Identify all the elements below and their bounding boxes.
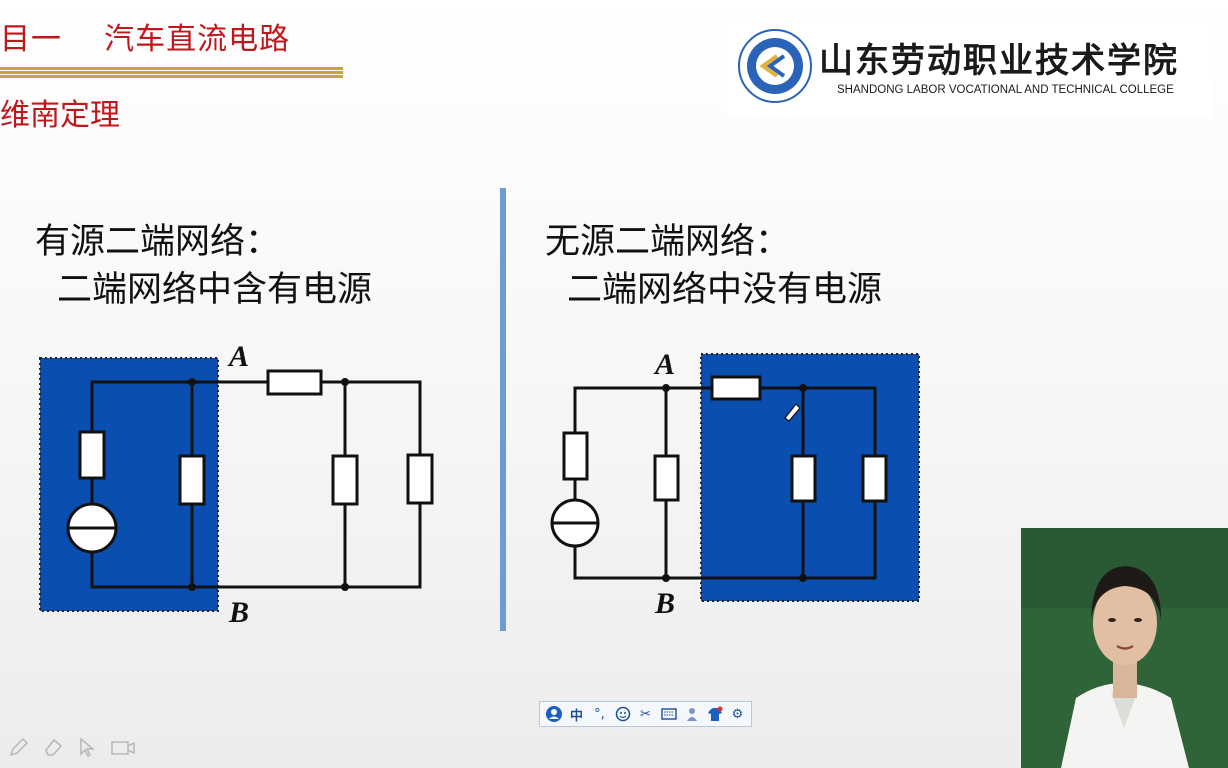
active-network-circuit	[39, 357, 434, 612]
eraser-icon[interactable]	[42, 736, 64, 758]
pointer-icon[interactable]	[76, 736, 98, 758]
camera-icon[interactable]	[110, 736, 136, 758]
presenter-video	[1021, 528, 1228, 768]
header-rule	[0, 67, 343, 82]
keyboard-icon[interactable]	[659, 705, 678, 724]
panel-divider	[500, 188, 506, 631]
resistor	[710, 375, 762, 401]
section-title: 维南定理	[0, 98, 120, 133]
college-emblem-icon	[738, 29, 812, 103]
right-node-a: A	[655, 348, 676, 381]
right-description: 二端网络中没有电源	[567, 270, 883, 310]
ime-toolbar[interactable]: 中 °, ✂ ⚙	[539, 701, 752, 727]
right-node-b: B	[655, 587, 676, 620]
left-node-b: B	[229, 596, 250, 629]
person-icon[interactable]	[682, 705, 701, 724]
resistor	[653, 454, 680, 502]
left-heading: 有源二端网络：	[35, 222, 281, 262]
emoji-icon[interactable]	[613, 705, 632, 724]
slide-pen-tools[interactable]	[8, 736, 136, 758]
resistor	[562, 431, 589, 481]
resistor	[861, 454, 888, 503]
shirt-icon[interactable]	[705, 705, 724, 724]
college-name: 山东劳动职业技术学院	[819, 41, 1179, 81]
pen-icon[interactable]	[8, 736, 30, 758]
passive-network-circuit	[550, 353, 920, 602]
punctuation-toggle[interactable]: °,	[594, 706, 605, 722]
chapter-title: 目一 汽车直流电路	[0, 22, 291, 57]
resistor	[78, 430, 106, 480]
resistor	[266, 369, 323, 396]
left-description: 二端网络中含有电源	[57, 270, 373, 310]
right-heading: 无源二端网络：	[545, 222, 791, 262]
resistor	[406, 453, 434, 505]
chinese-mode-toggle[interactable]: 中	[569, 708, 583, 724]
resistor	[178, 454, 206, 506]
user-icon[interactable]	[544, 705, 563, 724]
college-english-name: SHANDONG LABOR VOCATIONAL AND TECHNICAL …	[837, 84, 1174, 96]
pen-cursor-icon	[784, 403, 801, 422]
resistor	[790, 454, 817, 503]
scissors-icon[interactable]: ✂	[640, 706, 651, 722]
college-logo: 山东劳动职业技术学院 SHANDONG LABOR VOCATIONAL AND…	[727, 18, 1213, 118]
left-node-a: A	[229, 340, 250, 373]
gear-icon[interactable]: ⚙	[731, 706, 744, 722]
resistor	[331, 454, 359, 506]
presenter-webcam	[1021, 528, 1228, 768]
